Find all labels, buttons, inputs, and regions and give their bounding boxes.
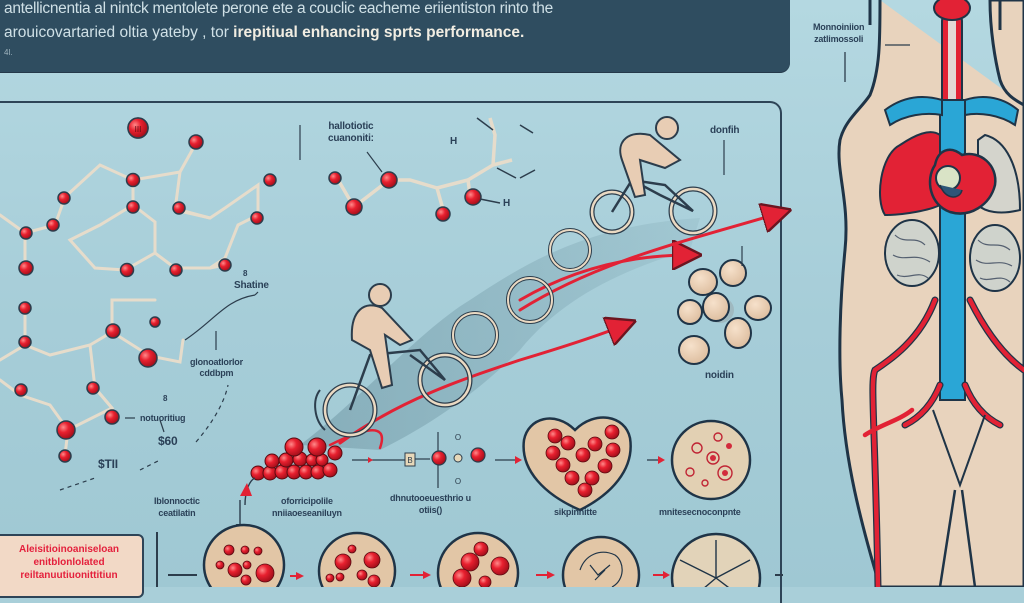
organ-label: Monnoiniion zatlimossoli (813, 21, 864, 45)
cyclist-label: donfih (710, 125, 740, 136)
warning-callout-text: Aleisitioinoaniseloan enitblonlolated re… (0, 543, 142, 582)
cell-slice (670, 419, 752, 501)
chain-h-top: H (450, 136, 458, 147)
bond-label: glonoatlorlor cddbpm (190, 357, 243, 379)
red-cell-pile (250, 437, 343, 481)
title-line-2-emphasis: irepitiual enhancing sprts performance. (233, 24, 525, 41)
cell-cluster (677, 259, 772, 365)
cell-label: mnitesecnoconpnte (659, 507, 741, 517)
molecule-badge-label: III (135, 125, 142, 134)
petri-dish-1 (202, 523, 286, 587)
chain-h-right: H (503, 198, 511, 209)
molecule-o-bottom-label: O (455, 477, 461, 486)
organ-label-line-2: zatlimossoli (814, 34, 864, 44)
chain-title-line-1: hallotiotic (328, 121, 374, 132)
title-line-2: arouicovartaried oltia yateby , tor irep… (4, 24, 524, 42)
petri-dish-5 (670, 532, 762, 587)
human-body-anatomy (837, 0, 1024, 587)
rbc-label-line-2: ceatilatin (158, 508, 196, 518)
leader-lines (59, 125, 383, 491)
rbc-cluster-label-line-2: nniiaoeseaniluyn (272, 508, 342, 518)
rbc-cluster-label: oforricipolile nniiaoeseaniluyn (272, 495, 342, 519)
rbc-label-line-1: Iblonnoctic (154, 496, 200, 506)
heart-cells (522, 416, 632, 512)
mid-number: 8 (163, 394, 168, 403)
warning-callout-box: Aleisitioinoaniseloan enitblonlolated re… (0, 534, 144, 598)
dish-arrow-3-icon (547, 571, 555, 579)
diagram-panel-frame (0, 101, 782, 603)
chain-bonds-dark (474, 117, 536, 204)
mid-label: notuoritiug (140, 413, 186, 423)
value-b: $TII (98, 457, 118, 471)
petri-dish-4 (561, 535, 641, 587)
small-molecule-label: dhnutooeuesthrio u otiis() (390, 492, 471, 516)
dish-arrow-2-icon (423, 571, 431, 579)
title-line-2-prefix: arouicovartaried oltia yateby , tor (4, 24, 234, 41)
up-arrow-icon (240, 483, 252, 496)
chain-atoms (328, 171, 482, 222)
bond-label-line-2: cddbpm (199, 368, 234, 378)
molecule-badge-atom (127, 117, 149, 139)
chain-title: hallotiotic cuanoniti: (328, 121, 374, 145)
chain-title-line-2: cuanoniti: (328, 133, 374, 144)
molecule-right-name: Shatine (234, 280, 269, 291)
diagram-artwork: III (0, 0, 1024, 587)
small-molecule (352, 432, 522, 488)
value-a: $60 (158, 434, 178, 448)
atoms-bottom-molecule (14, 301, 161, 463)
title-line-3: 4l. (4, 48, 13, 57)
organ-label-line-1: Monnoiniion (813, 22, 865, 32)
atoms-top-molecule (18, 117, 277, 278)
cyclist-bottom (314, 283, 473, 438)
small-molecule-label-line-2: otiis() (418, 505, 442, 515)
petri-dish-2 (317, 531, 397, 587)
petri-dish-3 (436, 531, 520, 587)
cyclist-top (589, 116, 718, 236)
warning-line-2: enitblonlolated (33, 557, 105, 568)
title-line-1: antellicnentia al nintck mentolete peron… (4, 0, 553, 17)
small-molecule-label-line-1: dhnutooeuesthrio u (390, 493, 471, 503)
molecule-right-number: 8 (243, 269, 248, 278)
dish-arrow-1-icon (296, 572, 304, 580)
heart-label: sikpinnitte (554, 507, 597, 517)
dish-arrow-4-icon (663, 571, 670, 579)
heart-to-cell-arrow-icon (658, 456, 665, 464)
motion-shadow (300, 218, 700, 450)
rbc-label: Iblonnoctic ceatilatin (154, 495, 200, 519)
bond-label-line-1: glonoatlorlor (190, 357, 243, 367)
title-banner: antellicnentia al nintck mentolete peron… (0, 0, 790, 72)
cluster-label: noidin (705, 370, 734, 381)
molecule-o-top-label: O (455, 433, 461, 442)
rbc-cluster-label-line-1: oforricipolile (281, 496, 333, 506)
warning-line-1: Aleisitioinoaniseloan (18, 544, 120, 555)
molecule-b-label: B (407, 456, 412, 465)
warning-line-3: reiltanuutiuonittitiun (20, 570, 118, 581)
